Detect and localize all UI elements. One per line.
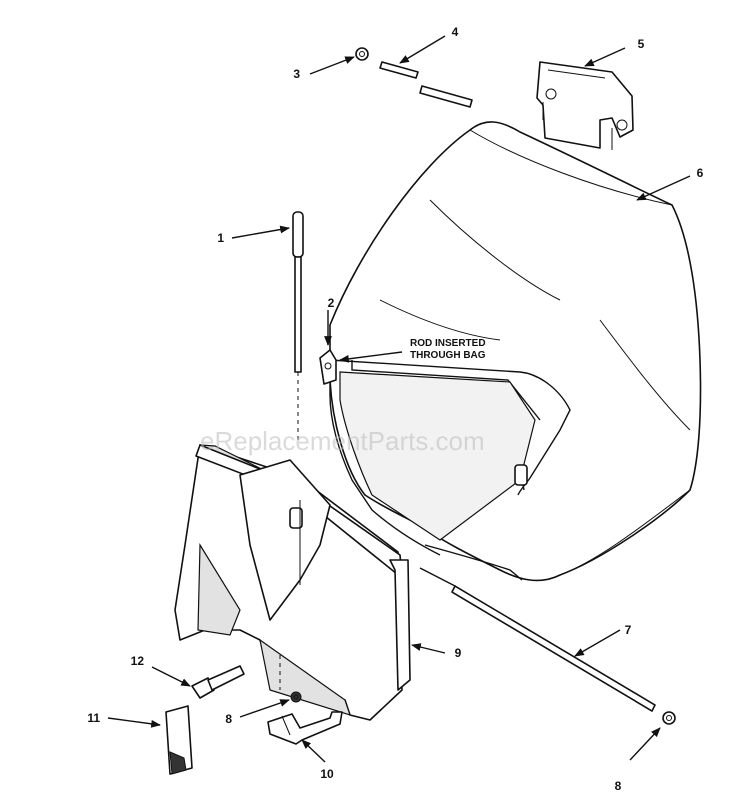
grass-bag (329, 121, 702, 582)
lower-nut (290, 691, 302, 703)
callout-6: 6 (697, 166, 704, 180)
long-rod (419, 567, 656, 712)
rod-bracket (319, 349, 337, 385)
callout-4: 4 (452, 25, 459, 39)
callout-10: 10 (320, 767, 334, 781)
callout-12: 12 (131, 654, 145, 668)
bolt (191, 665, 245, 699)
callout-1: 1 (217, 231, 224, 245)
latch-bracket (267, 711, 343, 745)
rod-end-nut (662, 711, 676, 725)
callout-8-lower-nut: 8 (225, 712, 232, 726)
watermark: eReplacementParts.com (200, 426, 485, 456)
callout-9: 9 (455, 646, 462, 660)
bag-frame-bracket (536, 61, 634, 150)
callout-5: 5 (638, 37, 645, 51)
callout-11: 11 (87, 711, 100, 725)
bag-lower-frame (329, 359, 571, 581)
upper-rod (379, 61, 473, 108)
note-line-1: ROD INSERTED (410, 338, 486, 349)
callout-7: 7 (625, 623, 632, 637)
callout-2: 2 (328, 296, 335, 310)
leader-lines (107, 35, 691, 763)
note-line-2: THROUGH BAG (410, 350, 486, 361)
grass-chute (174, 444, 411, 721)
callout-3: 3 (293, 67, 300, 81)
callout-8-rod-nut: 8 (615, 779, 622, 793)
handle-rod (292, 211, 304, 440)
decal (165, 705, 193, 775)
nut (355, 47, 369, 61)
